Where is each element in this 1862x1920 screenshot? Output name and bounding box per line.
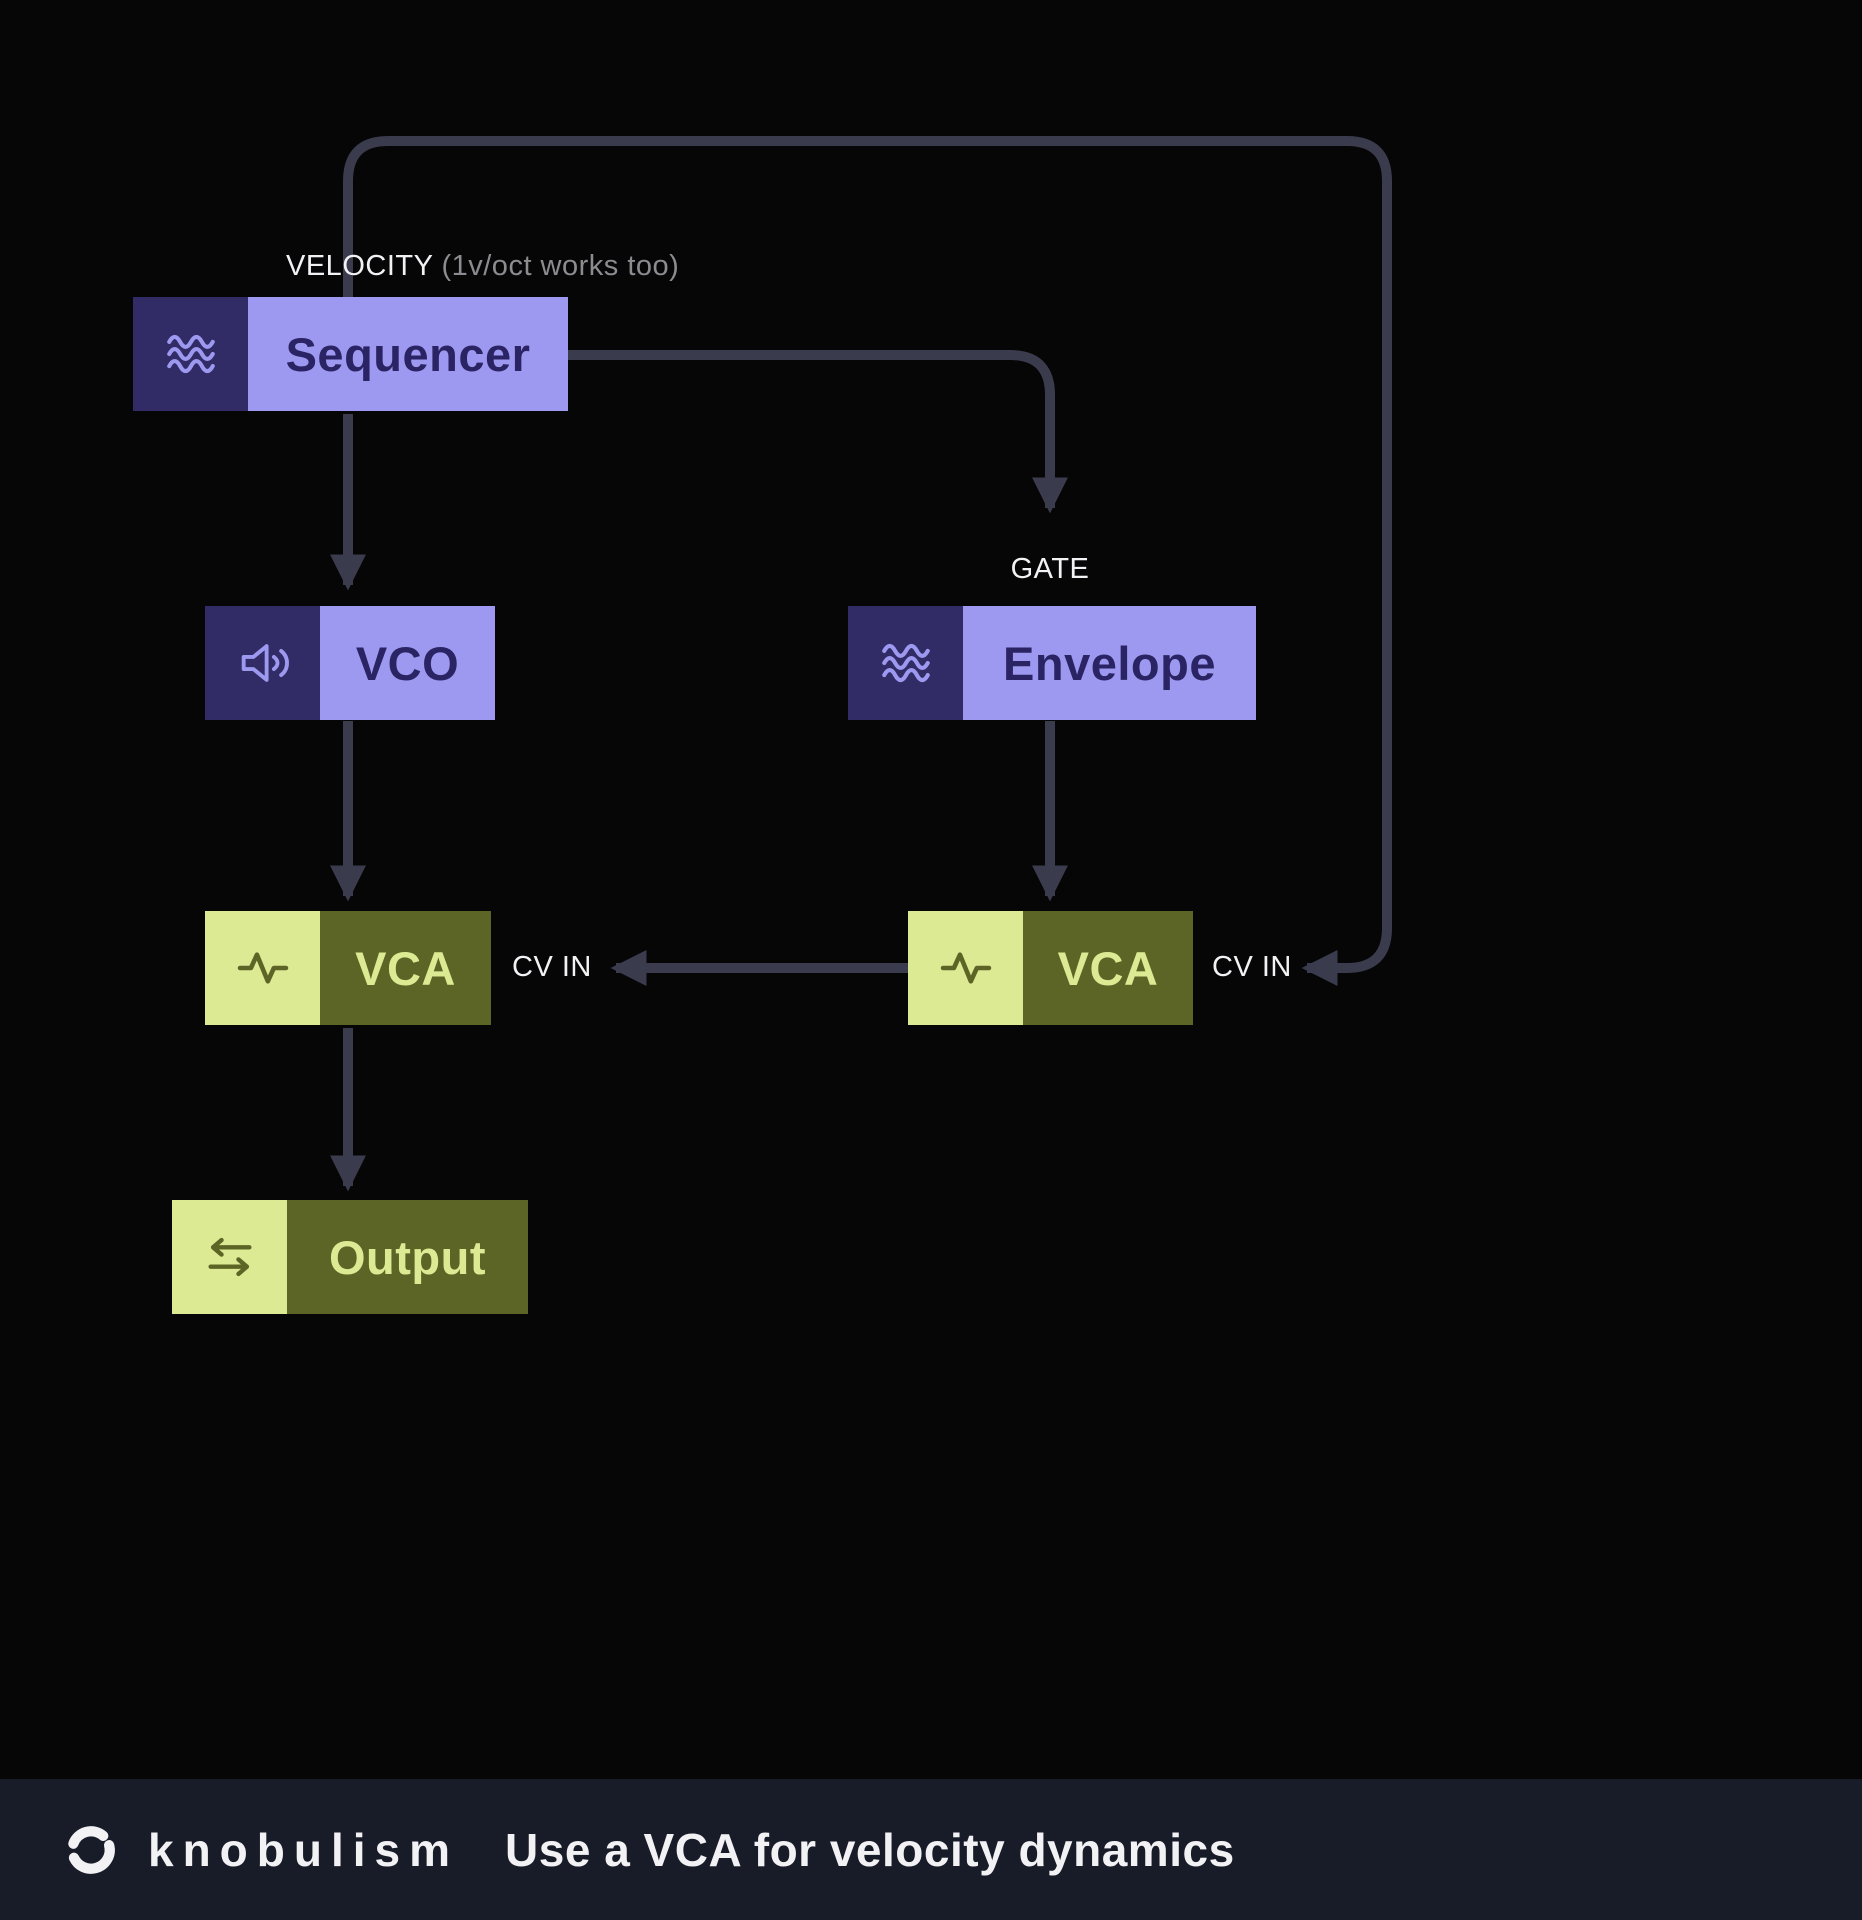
node-output-label: Output [287,1200,528,1314]
node-sequencer-label: Sequencer [248,297,568,411]
velocity-label: VELOCITY (1v/oct works too) [286,250,679,283]
node-vca-right: VCA [908,911,1193,1025]
cv-in-label-right: CV IN [1212,951,1292,983]
knobulism-logo-icon [62,1821,120,1879]
node-vca-left-label: VCA [320,911,491,1025]
node-vca-right-label: VCA [1023,911,1193,1025]
pulse-icon [205,911,320,1025]
speaker-icon [205,606,320,720]
waves-icon [133,297,248,411]
node-vco-label: VCO [320,606,495,720]
node-output: Output [172,1200,528,1314]
cv-in-label-left: CV IN [512,951,592,983]
wire-velocity-to-right-vca [343,136,1392,986]
velocity-note-text: (1v/oct works too) [441,250,680,282]
waves-icon [848,606,963,720]
node-sequencer: Sequencer [133,297,568,411]
footer-title: Use a VCA for velocity dynamics [505,1823,1235,1876]
node-vco: VCO [205,606,495,720]
node-vca-left: VCA [205,911,491,1025]
node-envelope: Envelope [848,606,1256,720]
wire-gate-to-envelope [568,350,1068,514]
footer-bar: knobulism Use a VCA for velocity dynamic… [0,1779,1862,1920]
velocity-label-text: VELOCITY [286,250,433,282]
node-envelope-label: Envelope [963,606,1256,720]
pulse-icon [908,911,1023,1025]
brand-name: knobulism [148,1823,460,1876]
gate-label: GATE [1010,553,1090,585]
swap-arrows-icon [172,1200,287,1314]
